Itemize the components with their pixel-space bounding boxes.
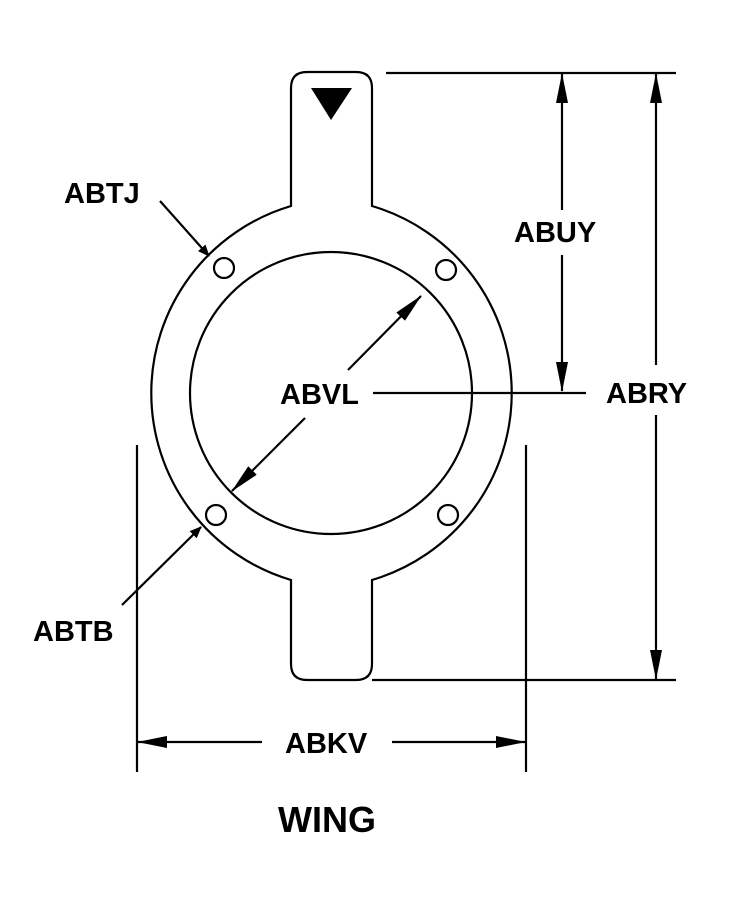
- abtb-leader: [121, 526, 202, 606]
- orientation-triangle-icon: [311, 88, 352, 120]
- mounting-hole: [212, 256, 236, 280]
- abtj-leader: [159, 200, 210, 257]
- diagram-title: WING: [278, 799, 376, 840]
- mounting-hole: [204, 503, 228, 527]
- abvl-arrow-lower: [231, 417, 306, 492]
- mounting-hole: [434, 258, 458, 282]
- label-abry: ABRY: [606, 378, 687, 410]
- label-abvl: ABVL: [280, 379, 359, 411]
- mounting-hole: [436, 503, 460, 527]
- wing-outline: [150, 70, 513, 682]
- label-abtj: ABTJ: [64, 178, 140, 210]
- label-abkv: ABKV: [285, 728, 368, 760]
- label-abuy: ABUY: [514, 217, 596, 249]
- abvl-arrow-upper: [347, 295, 422, 371]
- label-abtb: ABTB: [33, 616, 114, 648]
